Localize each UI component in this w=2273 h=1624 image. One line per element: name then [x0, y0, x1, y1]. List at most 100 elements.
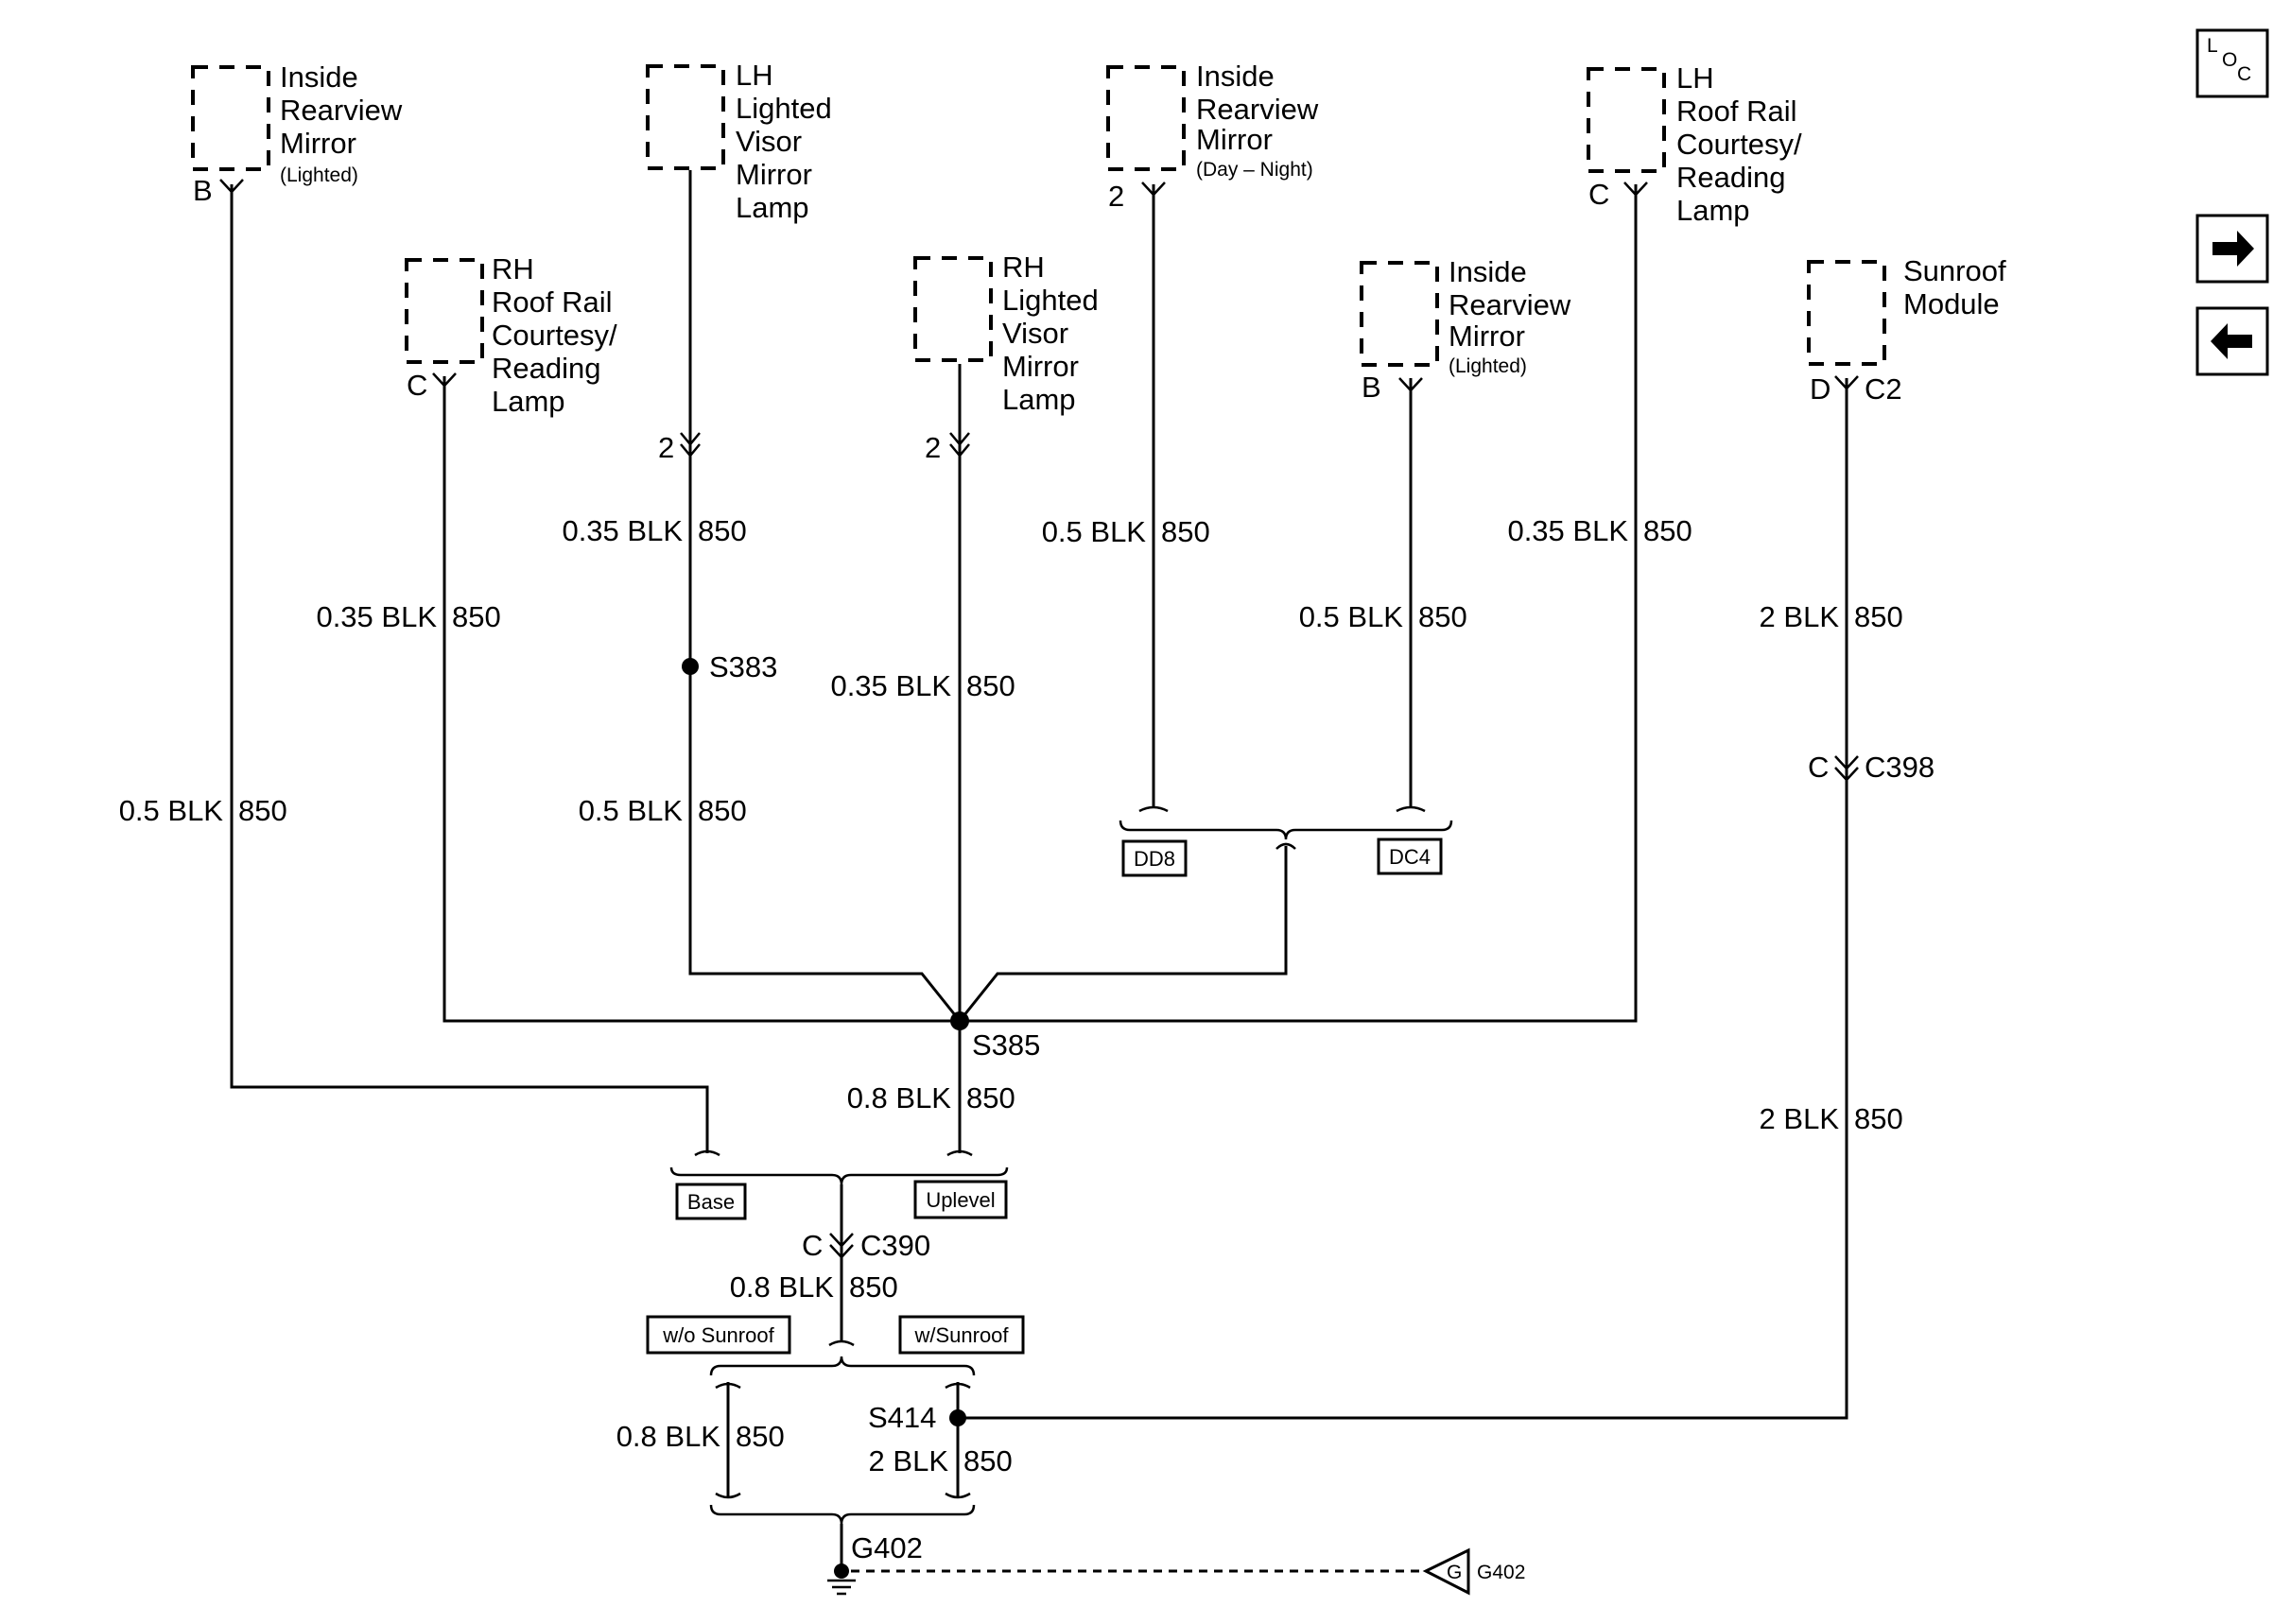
wire-gauge: 0.5 BLK: [579, 794, 684, 827]
wire-end: [945, 1382, 971, 1390]
wire-gauge: 0.8 BLK: [616, 1420, 721, 1453]
wire-gauge: 0.35 BLK: [562, 514, 683, 547]
arrow-right-icon: [2212, 231, 2254, 267]
option-label: w/o Sunroof: [662, 1323, 774, 1347]
splice-label: S383: [709, 650, 777, 683]
connector-pin-symbol: [1398, 377, 1423, 392]
comp-label: Lighted: [736, 92, 832, 125]
option-label: Uplevel: [926, 1188, 995, 1212]
comp-label: Mirror: [1449, 320, 1525, 353]
comp-label: Lamp: [1676, 194, 1750, 227]
wire-gauge: 2 BLK: [1760, 600, 1840, 633]
connector-pin-symbol: [1623, 181, 1648, 197]
option-tag-dd8: [1121, 839, 1188, 877]
splice-label: S414: [868, 1401, 936, 1434]
wire-dd8-dc4-branch: [958, 846, 1288, 1022]
comp-label: Lamp: [736, 191, 809, 224]
connector-pin-symbol: [1141, 181, 1166, 197]
loc-l: L: [2207, 35, 2218, 57]
wire-lh-roof-rail: [960, 184, 1638, 1023]
wire-circuit: 850: [966, 1081, 1015, 1114]
ground-ref-symbol: G: [1447, 1562, 1462, 1583]
wire-circuit: 850: [452, 600, 501, 633]
option-bracket: [709, 1356, 976, 1376]
option-tag-dc4: [1377, 838, 1443, 875]
wire-sunroof: [958, 378, 1848, 1420]
comp-note: (Lighted): [280, 164, 358, 186]
comp-label: Rearview: [280, 94, 403, 127]
option-bracket: [1119, 820, 1453, 840]
connector-label: C390: [860, 1229, 930, 1262]
inside-rearview-mirror-day-night-box: [1106, 65, 1186, 171]
pin-label: 2: [925, 431, 941, 464]
comp-label: Inside: [1449, 255, 1527, 288]
next-page-button[interactable]: [2195, 214, 2269, 284]
pin-label: B: [193, 174, 213, 207]
comp-label: RH: [492, 252, 534, 285]
connector-pin-symbol: [680, 432, 701, 458]
wire-circuit: 850: [238, 794, 287, 827]
wire-lh-visor: [688, 170, 962, 1022]
previous-page-button[interactable]: [2195, 306, 2269, 376]
wire-gauge: 0.5 BLK: [1042, 515, 1147, 548]
connector-pin: C: [802, 1229, 823, 1262]
splice-label: S385: [972, 1028, 1040, 1062]
wire-circuit: 850: [963, 1444, 1013, 1477]
wire-circuit: 850: [1643, 514, 1692, 547]
comp-label: Inside: [1196, 60, 1275, 93]
option-tag-base: [675, 1183, 747, 1220]
comp-label: Courtesy/: [492, 319, 617, 352]
wire-end: [715, 1382, 741, 1390]
wire-mirror-lighted: [230, 184, 709, 1153]
comp-label: Courtesy/: [1676, 128, 1802, 161]
comp-label: Inside: [280, 60, 358, 94]
comp-label: Module: [1903, 287, 2000, 320]
wire-gauge: 2 BLK: [869, 1444, 949, 1477]
wire-end: [1396, 805, 1426, 813]
rh-roof-rail-courtesy-reading-lamp-box: [405, 258, 484, 364]
ground-label: G402: [851, 1531, 923, 1564]
wire-circuit: 850: [1854, 600, 1903, 633]
wire-gauge: 0.5 BLK: [119, 794, 224, 827]
pin-label: D: [1810, 372, 1831, 406]
option-bracket: [709, 1504, 976, 1525]
ground-reference-triangle-icon[interactable]: [1422, 1547, 1470, 1596]
splice-s383: [682, 658, 699, 675]
wire-circuit: 850: [1418, 600, 1467, 633]
splice-s385: [950, 1011, 969, 1030]
arrow-left-icon: [2211, 323, 2252, 359]
wire-gauge: 0.35 BLK: [316, 600, 437, 633]
loc-o: O: [2222, 49, 2237, 71]
comp-label: Reading: [492, 352, 600, 385]
inside-rearview-mirror-lighted-right-box: [1360, 261, 1439, 367]
wire-circuit: 850: [849, 1270, 898, 1304]
comp-label: LH: [736, 59, 773, 92]
wire-circuit: 850: [698, 514, 747, 547]
wire-circuit: 850: [736, 1420, 785, 1453]
connector-c398-symbol: [1834, 755, 1859, 782]
wire-end: [828, 1339, 855, 1347]
wire-circuit: 850: [966, 669, 1015, 702]
connector-pin-symbol: [432, 372, 457, 388]
wire-gauge: 2 BLK: [1760, 1102, 1840, 1135]
comp-label: Roof Rail: [1676, 95, 1797, 128]
wire-end: [945, 1492, 971, 1499]
comp-label: Mirror: [1002, 350, 1079, 383]
inside-rearview-mirror-lighted-box: [191, 65, 270, 171]
wire-circuit: 850: [1854, 1102, 1903, 1135]
option-label: w/Sunroof: [913, 1323, 1009, 1347]
connector-pin-symbol: [949, 432, 970, 458]
wire-end: [694, 1149, 720, 1157]
rh-lighted-visor-mirror-lamp-box: [913, 256, 993, 362]
option-tag-wo-sunroof: [646, 1315, 791, 1355]
comp-label: Mirror: [736, 158, 812, 191]
connector-label: C2: [1865, 372, 1902, 406]
comp-label: Rearview: [1449, 288, 1571, 321]
location-button[interactable]: L O C: [2195, 28, 2269, 98]
pin-label: 2: [658, 431, 674, 464]
option-label: DD8: [1134, 847, 1175, 871]
branch-fork: [1275, 842, 1296, 850]
wire-gauge: 0.35 BLK: [1507, 514, 1628, 547]
comp-label: Lamp: [492, 385, 565, 418]
pin-label: B: [1362, 371, 1381, 404]
